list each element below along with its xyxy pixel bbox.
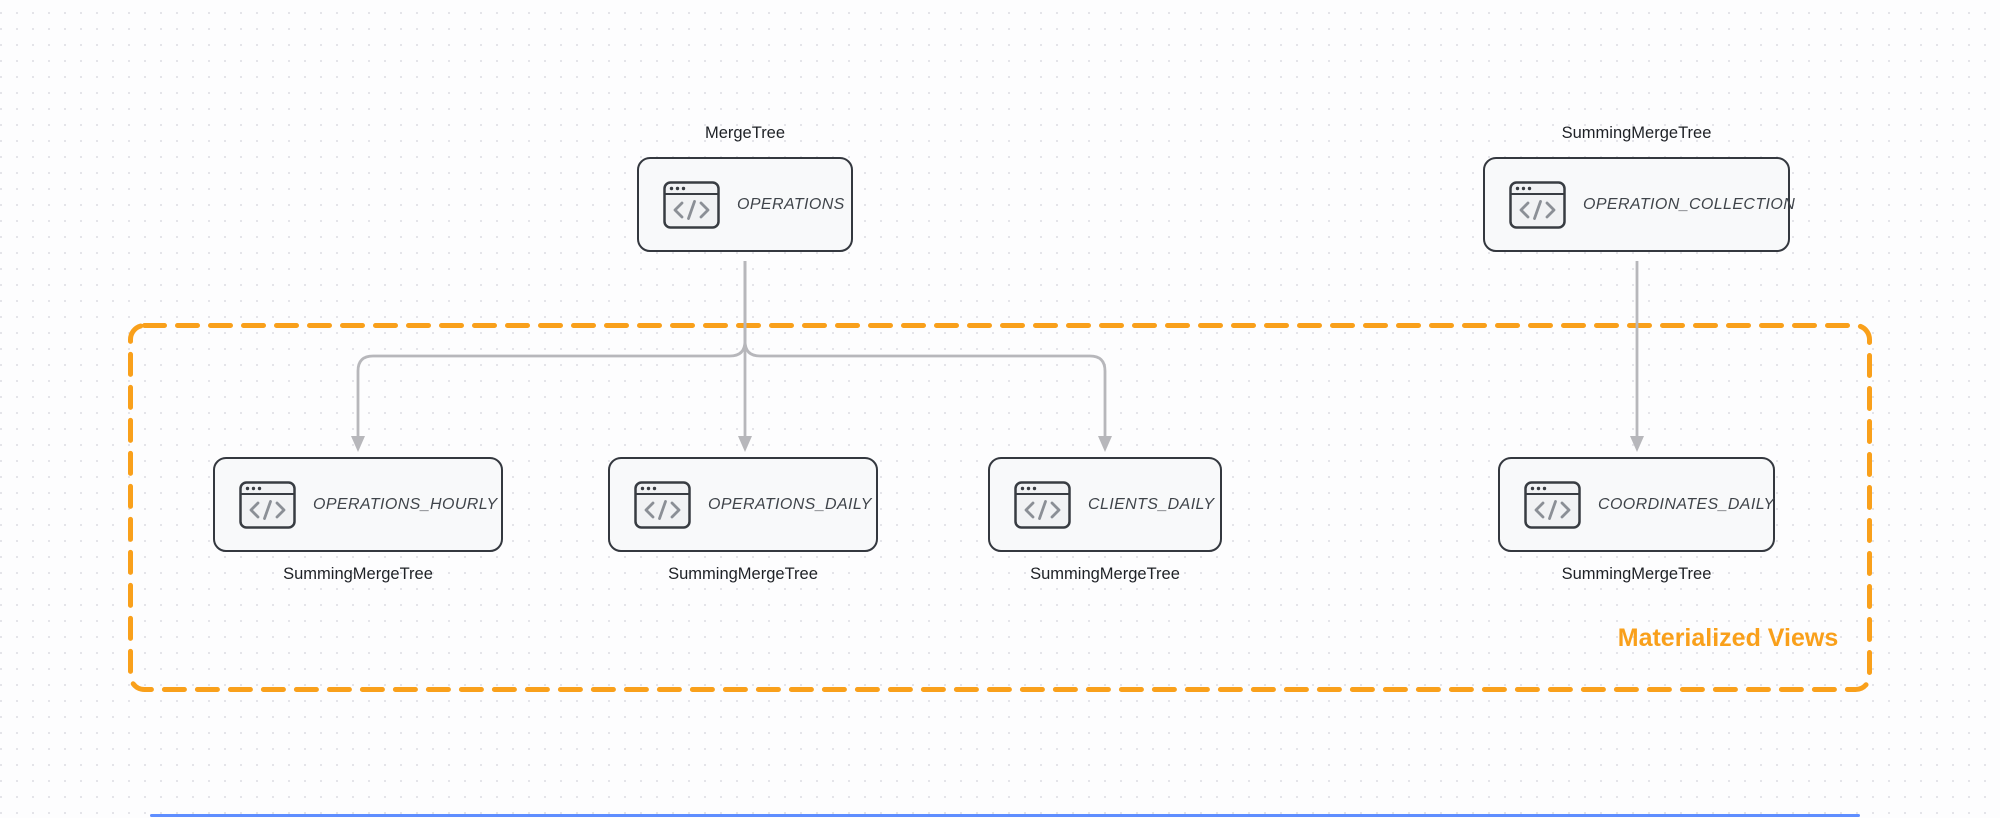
arrowhead-clients-daily bbox=[1098, 436, 1112, 452]
table-card-operations-hourly[interactable]: OPERATIONS_HOURLY bbox=[213, 457, 503, 552]
arrowhead-operations-daily bbox=[738, 436, 752, 452]
node-coordinates-daily: COORDINATES_DAILY SummingMergeTree bbox=[1498, 457, 1775, 588]
code-window-icon bbox=[1509, 180, 1566, 229]
code-window-icon bbox=[1524, 480, 1581, 529]
table-card-operation-collection[interactable]: OPERATION_COLLECTION bbox=[1483, 157, 1795, 252]
arrowhead-coordinates-daily bbox=[1630, 436, 1644, 452]
node-operations: MergeTree OPERATIONS bbox=[637, 120, 853, 252]
engine-label: SummingMergeTree bbox=[1030, 565, 1180, 583]
engine-label: SummingMergeTree bbox=[1561, 124, 1712, 142]
node-operations-daily: OPERATIONS_DAILY SummingMergeTree bbox=[608, 457, 878, 588]
code-window-icon bbox=[1014, 480, 1071, 529]
edge-operations-to-operations-hourly bbox=[356, 261, 747, 436]
engine-label: MergeTree bbox=[704, 124, 786, 142]
code-window-icon bbox=[663, 180, 720, 229]
node-clients-daily: CLIENTS_DAILY SummingMergeTree bbox=[988, 457, 1222, 588]
arrowhead-operations-hourly bbox=[351, 436, 365, 452]
materialized-views-group-frame bbox=[128, 323, 1872, 692]
table-card-coordinates-daily[interactable]: COORDINATES_DAILY bbox=[1498, 457, 1775, 552]
table-name: CLIENTS_DAILY bbox=[1088, 495, 1215, 513]
code-window-icon bbox=[239, 480, 296, 529]
table-name: OPERATIONS bbox=[737, 195, 845, 213]
table-card-clients-daily[interactable]: CLIENTS_DAILY bbox=[988, 457, 1222, 552]
horizontal-scrollbar[interactable] bbox=[150, 814, 1860, 817]
engine-label: SummingMergeTree bbox=[283, 565, 433, 583]
engine-label: SummingMergeTree bbox=[668, 565, 818, 583]
node-operation-collection: SummingMergeTree OPERATION_COLLECTION bbox=[1483, 120, 1795, 252]
engine-label: SummingMergeTree bbox=[1561, 565, 1712, 583]
table-card-operations-daily[interactable]: OPERATIONS_DAILY bbox=[608, 457, 878, 552]
table-card-operations[interactable]: OPERATIONS bbox=[637, 157, 853, 252]
materialized-views-label: Materialized Views bbox=[1617, 624, 1839, 652]
table-name: OPERATIONS_HOURLY bbox=[313, 495, 498, 513]
table-name: OPERATION_COLLECTION bbox=[1583, 195, 1796, 213]
table-name: COORDINATES_DAILY bbox=[1598, 495, 1775, 513]
edge-operations-to-clients-daily bbox=[743, 261, 1107, 436]
table-name: OPERATIONS_DAILY bbox=[708, 495, 872, 513]
code-window-icon bbox=[634, 480, 691, 529]
node-operations-hourly: OPERATIONS_HOURLY SummingMergeTree bbox=[213, 457, 503, 588]
